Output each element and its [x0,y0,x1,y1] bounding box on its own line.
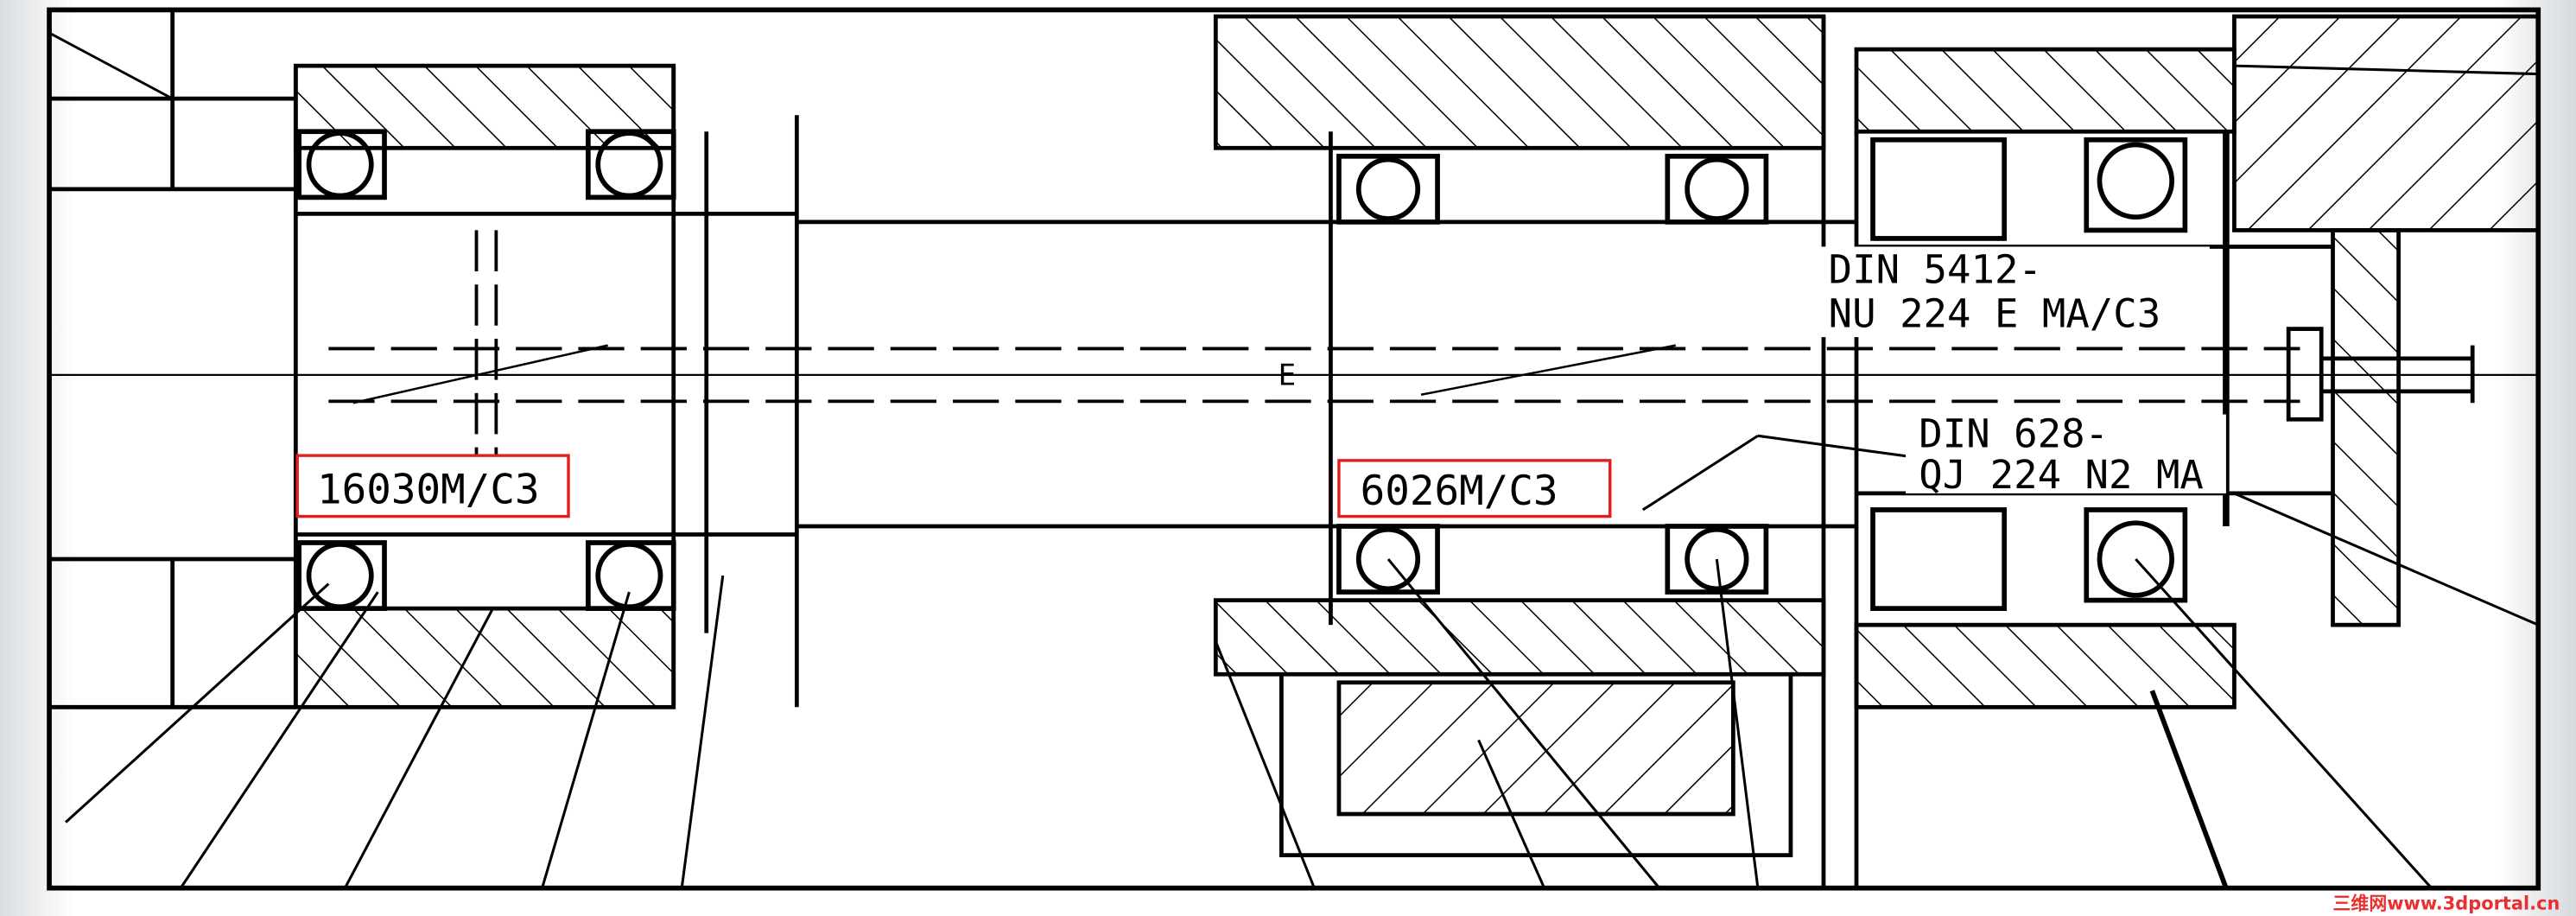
label-nu224: NU 224 E MA/C3 [1829,291,2161,337]
bearing-balls [296,129,2188,611]
label-din5412: DIN 5412- [1829,246,2042,292]
watermark: 三维网www.3dportal.cn [2333,893,2560,913]
highlight-box-middle [1337,459,1612,518]
shaft [796,131,1857,626]
label-6026: 6026M/C3 [1361,468,1558,515]
label-bg [1815,246,2210,338]
label-din628: DIN 628- [1919,411,2109,457]
right-housing [1854,14,2541,888]
shaft-end [2286,327,2475,422]
drawing-frame [47,7,2541,891]
section-mark: E [1278,358,1297,392]
leader-lines [65,64,2539,889]
label-16030: 16030M/C3 [317,466,540,513]
highlight-box-left [295,454,570,518]
left-housing [48,10,799,709]
label-qj224: QJ 224 N2 MA [1919,452,2204,498]
label-bg [1906,414,2226,493]
